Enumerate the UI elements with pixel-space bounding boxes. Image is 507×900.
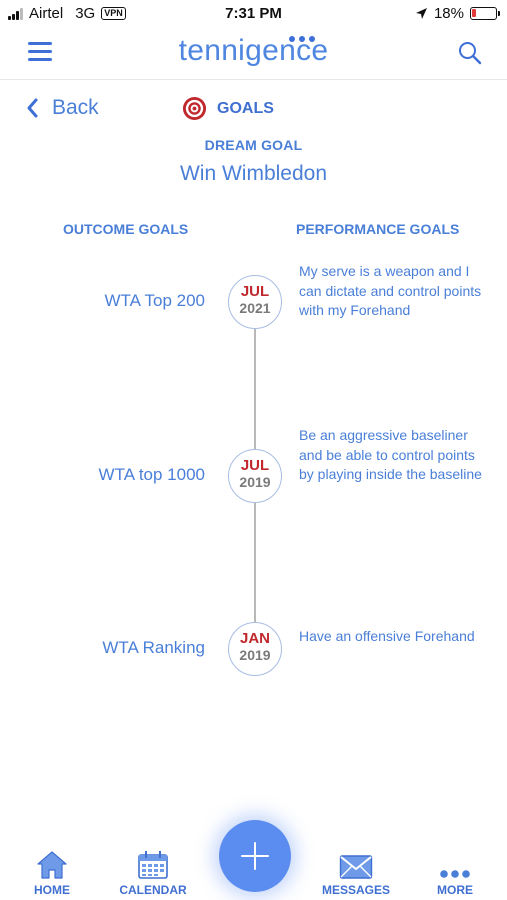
vpn-badge: VPN: [101, 7, 126, 20]
date-year: 2021: [239, 300, 271, 316]
date-badge: JUL 2021: [228, 275, 282, 329]
back-button[interactable]: Back: [26, 96, 99, 120]
network-label: 3G: [75, 5, 96, 22]
outcome-goal[interactable]: WTA Top 200: [104, 291, 205, 310]
battery-icon: [470, 7, 500, 20]
battery-level: [472, 9, 476, 17]
page-title-label: GOALS: [217, 99, 274, 117]
outcome-goals-header: OUTCOME GOALS: [63, 221, 189, 237]
tab-calendar-label: CALENDAR: [119, 883, 187, 897]
signal-icon: [8, 7, 23, 20]
tab-home-label: HOME: [34, 883, 70, 897]
outcome-goal[interactable]: WTA Ranking: [102, 638, 205, 657]
status-left: Airtel 3G VPN: [8, 5, 126, 22]
tab-more-label: MORE: [437, 883, 473, 897]
tab-home[interactable]: HOME: [30, 848, 74, 897]
page-title: GOALS: [182, 96, 274, 121]
tab-messages[interactable]: MESSAGES: [320, 848, 392, 897]
add-button[interactable]: [219, 820, 291, 892]
target-icon: [182, 96, 207, 121]
calendar-icon: [138, 851, 168, 879]
home-icon: [37, 851, 67, 879]
dream-goal-value: Win Wimbledon: [179, 162, 328, 185]
status-bar: Airtel 3G VPN 7:31 PM 18%: [0, 0, 507, 30]
menu-icon[interactable]: [28, 42, 52, 62]
date-badge: JUL 2019: [228, 449, 282, 503]
performance-goal[interactable]: Have an offensive Forehand: [299, 628, 475, 644]
bottom-tab-bar: HOME CALENDAR MESS: [0, 830, 507, 900]
carrier-label: Airtel: [29, 5, 64, 22]
outcome-goal[interactable]: WTA top 1000: [98, 465, 205, 484]
date-month: JUL: [240, 283, 270, 300]
app-logo: tennigence: [178, 34, 329, 67]
chevron-left-icon: [27, 98, 38, 118]
performance-goal[interactable]: Be an aggressive baseliner and be able t…: [299, 427, 482, 482]
location-arrow-icon: [415, 8, 427, 19]
tab-calendar[interactable]: CALENDAR: [116, 848, 190, 897]
performance-goals-header: PERFORMANCE GOALS: [296, 221, 460, 237]
dream-goal-label: DREAM GOAL: [204, 137, 303, 153]
date-month: JAN: [239, 630, 270, 647]
battery-percent: 18%: [433, 5, 464, 22]
date-month: JUL: [240, 457, 270, 474]
envelope-icon: [339, 855, 373, 879]
search-icon[interactable]: [457, 40, 483, 66]
more-dots-icon: [440, 870, 470, 878]
date-badge: JAN 2019: [228, 622, 282, 676]
status-time: 7:31 PM: [225, 5, 282, 22]
status-right: 18%: [415, 5, 500, 22]
date-year: 2019: [239, 647, 271, 663]
date-year: 2019: [239, 474, 271, 490]
performance-goal[interactable]: My serve is a weapon and I can dictate a…: [299, 263, 482, 318]
logo-dots: [289, 36, 315, 42]
app-header: tennigence: [0, 30, 507, 80]
tab-more[interactable]: MORE: [434, 848, 476, 897]
tab-messages-label: MESSAGES: [321, 883, 390, 897]
back-label: Back: [52, 96, 99, 119]
